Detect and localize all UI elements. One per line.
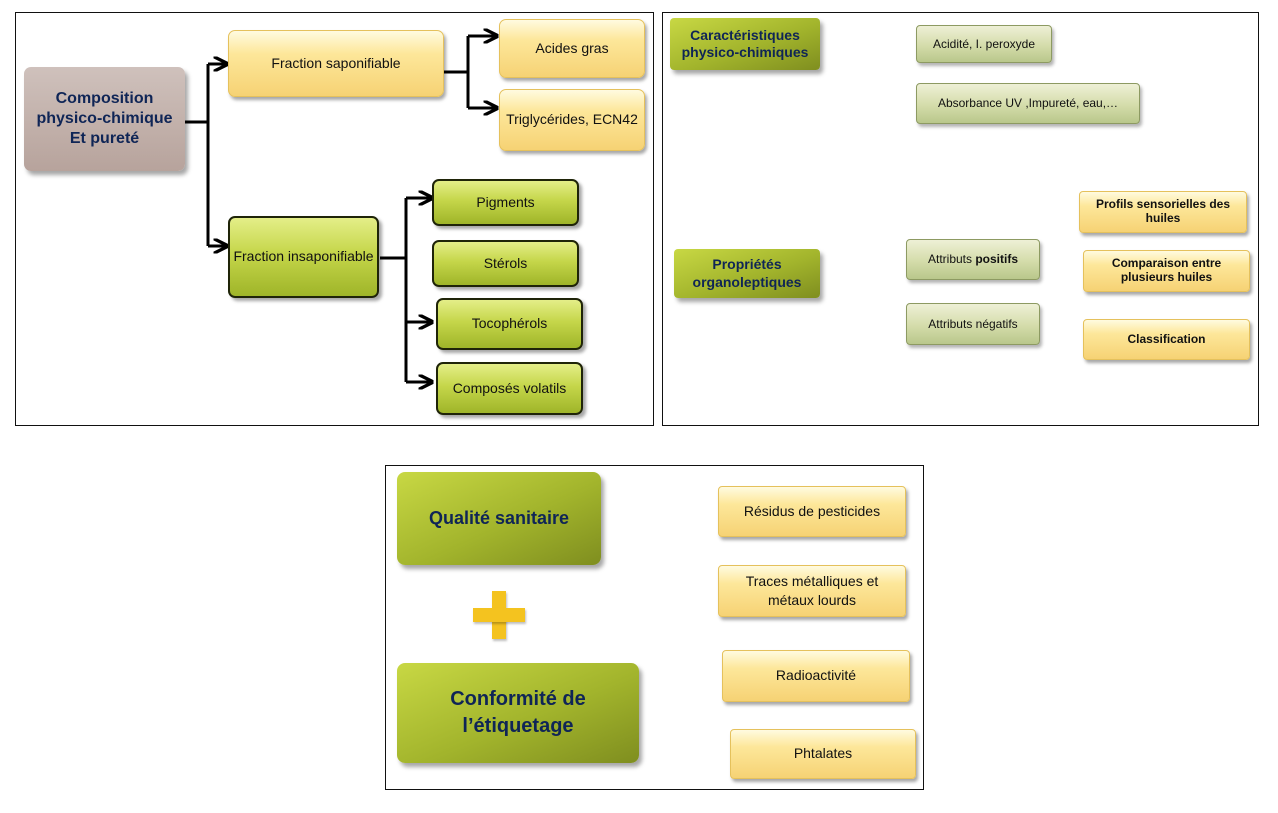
- traces-metalliques-box: Traces métalliques et métaux lourds: [718, 565, 906, 617]
- connector-root-trunk: [185, 64, 210, 246]
- composition-root-box: Composition physico-chimique Et pureté: [24, 67, 185, 171]
- attributs-positifs-box: Attributs positifs: [906, 239, 1040, 280]
- conformite-etiquetage-box: Conformité de l’étiquetage: [397, 663, 639, 763]
- sterols-box: Stérols: [432, 240, 579, 287]
- radioactivite-box: Radioactivité: [722, 650, 910, 702]
- absorbance-box: Absorbance UV ,Impureté, eau,…: [916, 83, 1140, 124]
- tocopherols-box: Tocophérols: [436, 298, 583, 350]
- saponifiable-box: Fraction saponifiable: [228, 30, 444, 97]
- proprietes-box: Propriétés organoleptiques: [674, 249, 820, 298]
- attributs-negatifs-box: Attributs négatifs: [906, 303, 1040, 345]
- connector-saponifiable: [444, 36, 470, 108]
- pigments-box: Pigments: [432, 179, 579, 226]
- volatils-box: Composés volatils: [436, 362, 583, 415]
- insaponifiable-box: Fraction insaponifiable: [228, 216, 379, 298]
- classification-box: Classification: [1083, 319, 1250, 360]
- connector-insaponifiable: [380, 198, 408, 382]
- plus-icon: [473, 591, 525, 639]
- triglycerides-box: Triglycérides, ECN42: [499, 89, 645, 151]
- qualite-sanitaire-box: Qualité sanitaire: [397, 472, 601, 565]
- residus-pesticides-box: Résidus de pesticides: [718, 486, 906, 537]
- comparaison-box: Comparaison entre plusieurs huiles: [1083, 250, 1250, 292]
- caracteristiques-box: Caractéristiques physico-chimiques: [670, 18, 820, 70]
- attributs-positifs-label: Attributs: [927, 252, 976, 266]
- profils-box: Profils sensorielles des huiles: [1079, 191, 1247, 233]
- acides-gras-box: Acides gras: [499, 19, 645, 78]
- attributs-positifs-bold: positifs: [975, 252, 1019, 266]
- acidite-box: Acidité, I. peroxyde: [916, 25, 1052, 63]
- phtalates-box: Phtalates: [730, 729, 916, 779]
